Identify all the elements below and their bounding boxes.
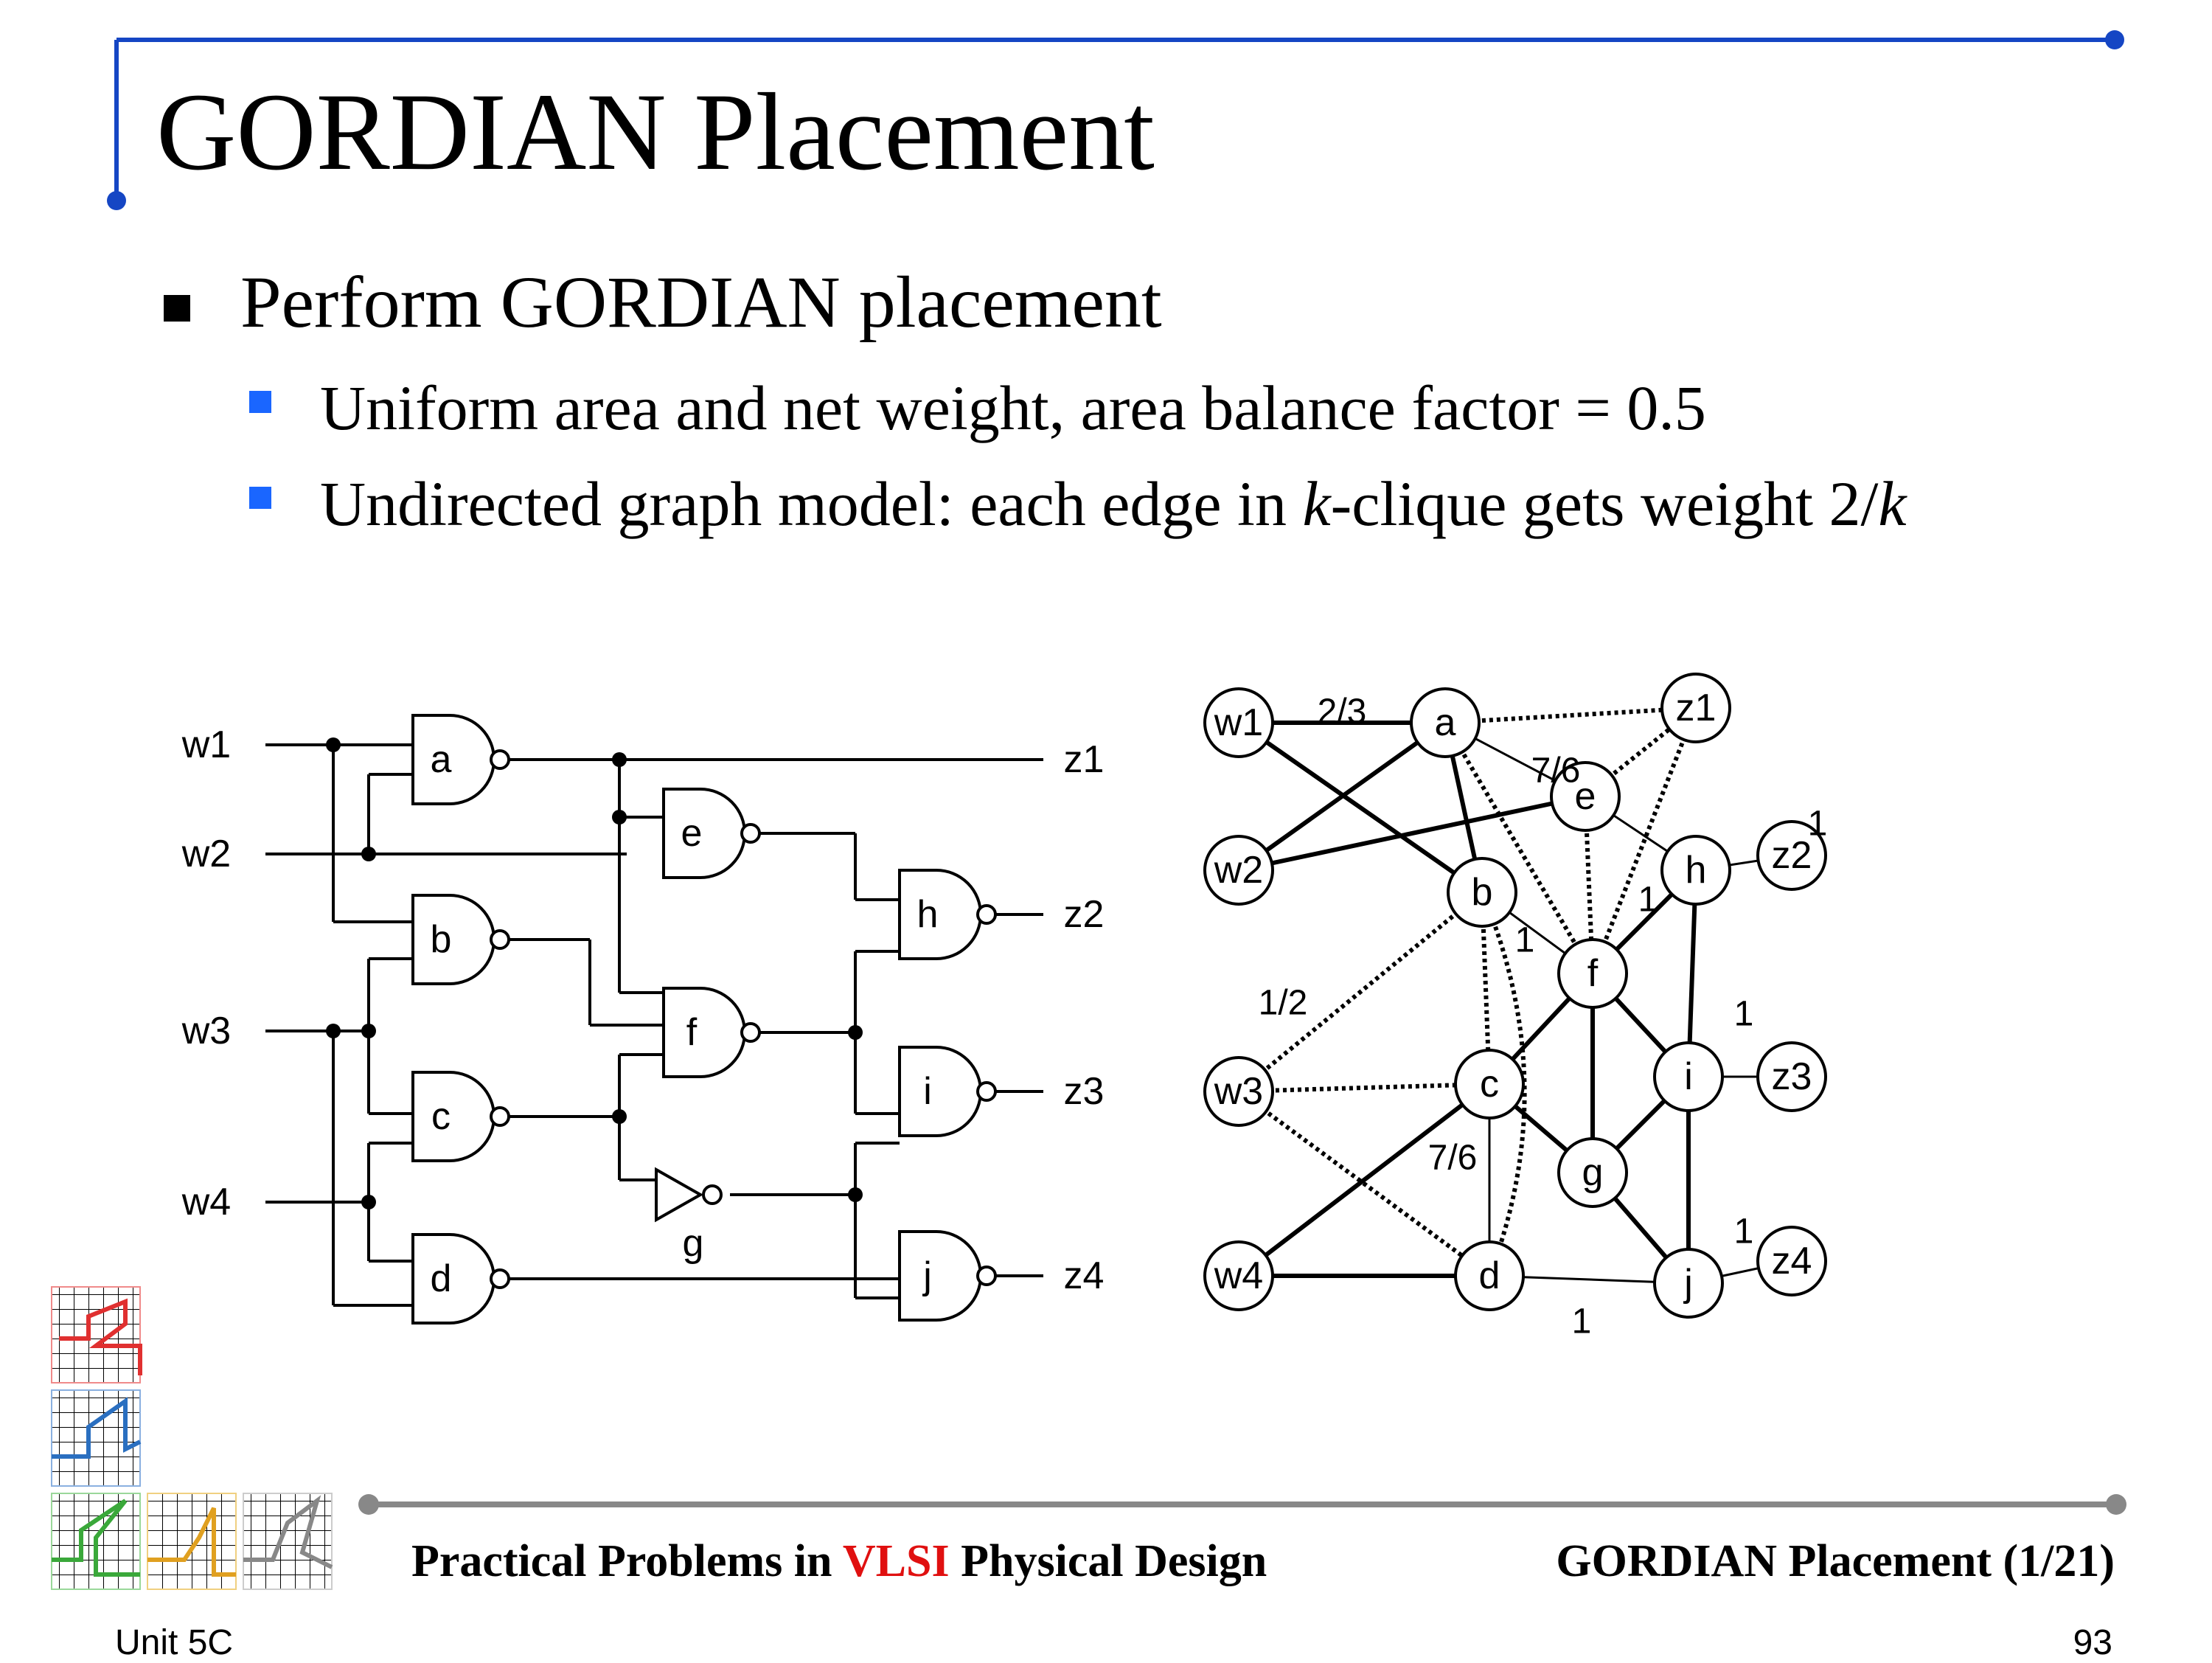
graph-node [1550, 761, 1621, 832]
circuit-output-label: z3 [1064, 1070, 1105, 1113]
gate-label: j [922, 1254, 932, 1297]
circuit-output-label: z4 [1064, 1254, 1105, 1297]
gate-label: e [681, 812, 703, 855]
graph-node [1660, 673, 1731, 743]
graph-node [1203, 1056, 1274, 1127]
bullet-text: Perform GORDIAN placement [240, 261, 1162, 343]
gate-label: d [431, 1257, 452, 1300]
graph-node-label: w3 [1214, 1070, 1263, 1113]
footer-course-title: Practical Problems in VLSI Physical Desi… [411, 1536, 1267, 1586]
graph-node-label: j [1683, 1262, 1693, 1305]
graph-node-label: i [1684, 1055, 1693, 1098]
graph-node [1756, 1226, 1827, 1296]
graph-node [1454, 1240, 1525, 1311]
graph-edge [1237, 721, 1484, 895]
graph-node [1203, 835, 1274, 906]
graph-edge [1590, 706, 1698, 975]
sub-bullet-1: Uniform area and net weight, area balanc… [320, 372, 1706, 443]
graph-model: w1 w2 w3 w4 a b c d e f g h i j z1 z2 z3 z4 2/3 7/6 1 1/2 7/6… [1203, 673, 1828, 1341]
gate-g [655, 1167, 704, 1223]
edge-weight-label: 2/3 [1318, 692, 1367, 732]
graph-node-label: z1 [1676, 687, 1717, 729]
gate-c [411, 1071, 495, 1162]
edge-weight-label: 1 [1734, 995, 1754, 1034]
circuit-input-label: w2 [181, 833, 231, 875]
gate-label: h [917, 893, 939, 936]
circuit-input-label: w1 [181, 723, 231, 766]
edge-weight-label: 7/6 [1428, 1139, 1478, 1178]
graph-edge [1237, 1082, 1491, 1278]
graph-node-label: w4 [1214, 1254, 1263, 1297]
graph-edge [1237, 1089, 1491, 1278]
edge-weight-label: 1 [1515, 921, 1535, 960]
edge-weight-label: 1 [1572, 1302, 1592, 1341]
gate-f [662, 987, 746, 1078]
gate-label: i [923, 1070, 932, 1113]
graph-node [1447, 857, 1517, 928]
edge-weight-label: 7/6 [1531, 751, 1581, 791]
sub-bullet-icon [249, 487, 271, 509]
graph-node-label: z2 [1772, 834, 1812, 877]
graph-node [1660, 835, 1731, 906]
graph-node [1557, 938, 1628, 1009]
circuit-schematic: w1 w2 w3 w4 z1 z2 z3 z4 a b c d e f g h … [181, 714, 1105, 1325]
graph-node-label: f [1587, 952, 1599, 995]
graph-node [1653, 1248, 1724, 1319]
sub-bullet-2: Undirected graph model: each edge in k-c… [320, 468, 1907, 539]
graph-node [1203, 687, 1274, 758]
graph-node [1557, 1137, 1628, 1208]
graph-edge [1237, 721, 1447, 872]
gate-label: c [431, 1095, 451, 1138]
footer-section-title: GORDIAN Placement (1/21) [1556, 1536, 2115, 1586]
graph-node-label: a [1435, 701, 1456, 744]
bullet-square-icon [164, 295, 190, 322]
edge-weight-label: 1 [1638, 881, 1658, 920]
vlsi-logo-icon [51, 1286, 333, 1590]
graph-node-label: g [1582, 1151, 1604, 1194]
graph-edge [1444, 706, 1697, 725]
gate-label: b [431, 918, 452, 961]
circuit-input-label: w4 [181, 1181, 231, 1223]
gate-label: f [686, 1011, 698, 1054]
unit-label: Unit 5C [115, 1623, 234, 1662]
page-title: GORDIAN Placement [156, 71, 1155, 193]
title-frame [107, 30, 2124, 210]
graph-node [1653, 1041, 1724, 1112]
gate-label: a [431, 738, 452, 781]
gate-a [411, 714, 495, 805]
gate-b [411, 894, 495, 985]
circuit-output-label: z2 [1064, 893, 1105, 936]
graph-node [1454, 1049, 1525, 1119]
gate-d [411, 1233, 495, 1325]
circuit-input-label: w3 [181, 1010, 231, 1052]
gate-label: g [683, 1222, 704, 1265]
graph-node-label: d [1479, 1254, 1500, 1297]
graph-node-label: w1 [1214, 701, 1263, 744]
gate-j [898, 1230, 982, 1322]
gate-i [898, 1046, 982, 1137]
graph-edge [1238, 1082, 1490, 1094]
graph-node-label: w2 [1214, 849, 1263, 892]
edge-weight-label: 1 [1734, 1212, 1754, 1251]
graph-node [1756, 1041, 1827, 1112]
graph-edge [1237, 890, 1484, 1094]
page-number: 93 [2073, 1623, 2112, 1662]
sub-bullet-icon [249, 391, 271, 413]
graph-node-label: b [1472, 871, 1493, 914]
graph-node-label: z4 [1772, 1240, 1812, 1282]
edge-weight-label: 1 [1808, 805, 1828, 844]
graph-node [1410, 687, 1481, 758]
edge-weight-label: 1/2 [1259, 984, 1308, 1023]
graph-node-label: z3 [1772, 1055, 1812, 1098]
gate-e [662, 788, 746, 879]
graph-node [1756, 820, 1827, 891]
circuit-output-label: z1 [1064, 738, 1105, 781]
graph-node [1203, 1240, 1274, 1311]
graph-node-label: c [1480, 1063, 1499, 1105]
graph-edge [1238, 794, 1586, 872]
gate-h [898, 869, 982, 960]
footer-rule [358, 1494, 2126, 1515]
graph-node-label: e [1575, 775, 1596, 818]
graph-node-label: h [1686, 849, 1707, 892]
